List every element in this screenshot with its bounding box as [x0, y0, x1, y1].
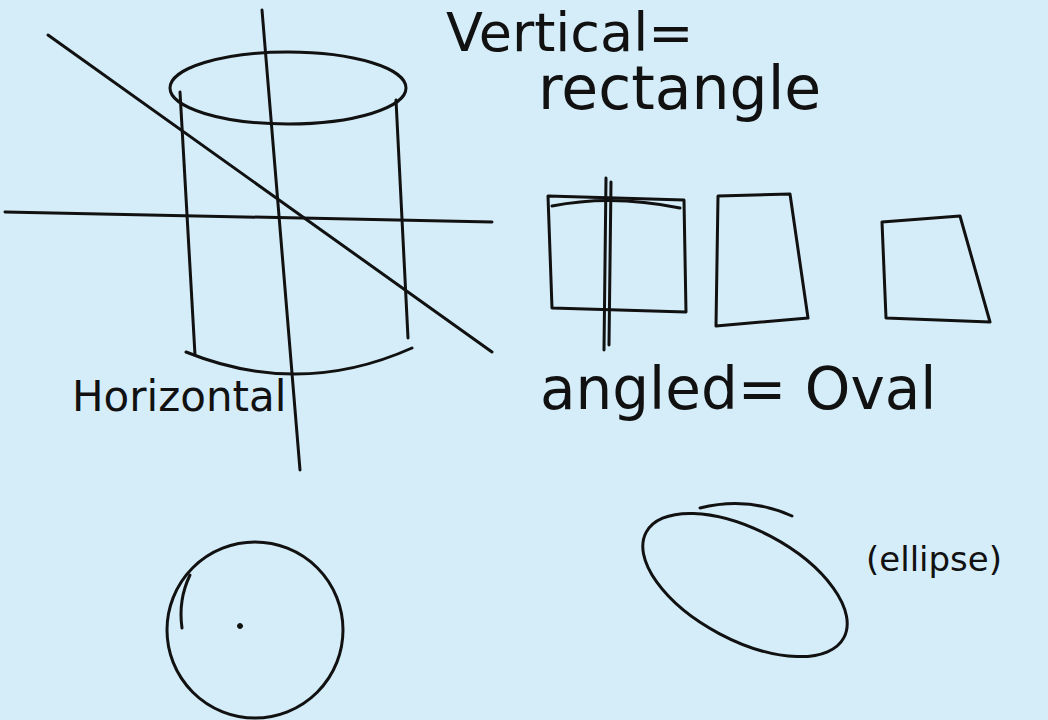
circle-section [167, 542, 343, 718]
rectangle-curve [552, 200, 680, 208]
circle-stroke [181, 575, 190, 628]
heading-note: rectangle [538, 58, 821, 118]
side-note-box: (ellipse) [866, 542, 1002, 576]
horizontal-cut [5, 212, 492, 222]
heading-note: Vertical= [446, 6, 693, 60]
ellipse-section [620, 484, 869, 686]
vertical-cut-mark [609, 182, 611, 345]
heading-note-box: rectangle [538, 58, 821, 118]
rectangle-section [548, 196, 686, 312]
ellipse-stroke [700, 504, 792, 517]
heading-note-box: Vertical= [446, 6, 693, 60]
side-note: (ellipse) [866, 542, 1002, 576]
heading-note: angled= Oval [540, 360, 936, 418]
angled-cut [48, 35, 492, 352]
heading-note-box: Horizontal [72, 376, 286, 418]
rectangle-section [716, 194, 808, 326]
cylinder-bottom [186, 348, 412, 374]
heading-note-box: angled= Oval [540, 360, 936, 418]
vertical-cut-mark [604, 178, 606, 350]
rectangle-section [882, 216, 990, 322]
heading-note: Horizontal [72, 376, 286, 418]
center-dot [238, 624, 243, 629]
cylinder-top [170, 52, 406, 124]
